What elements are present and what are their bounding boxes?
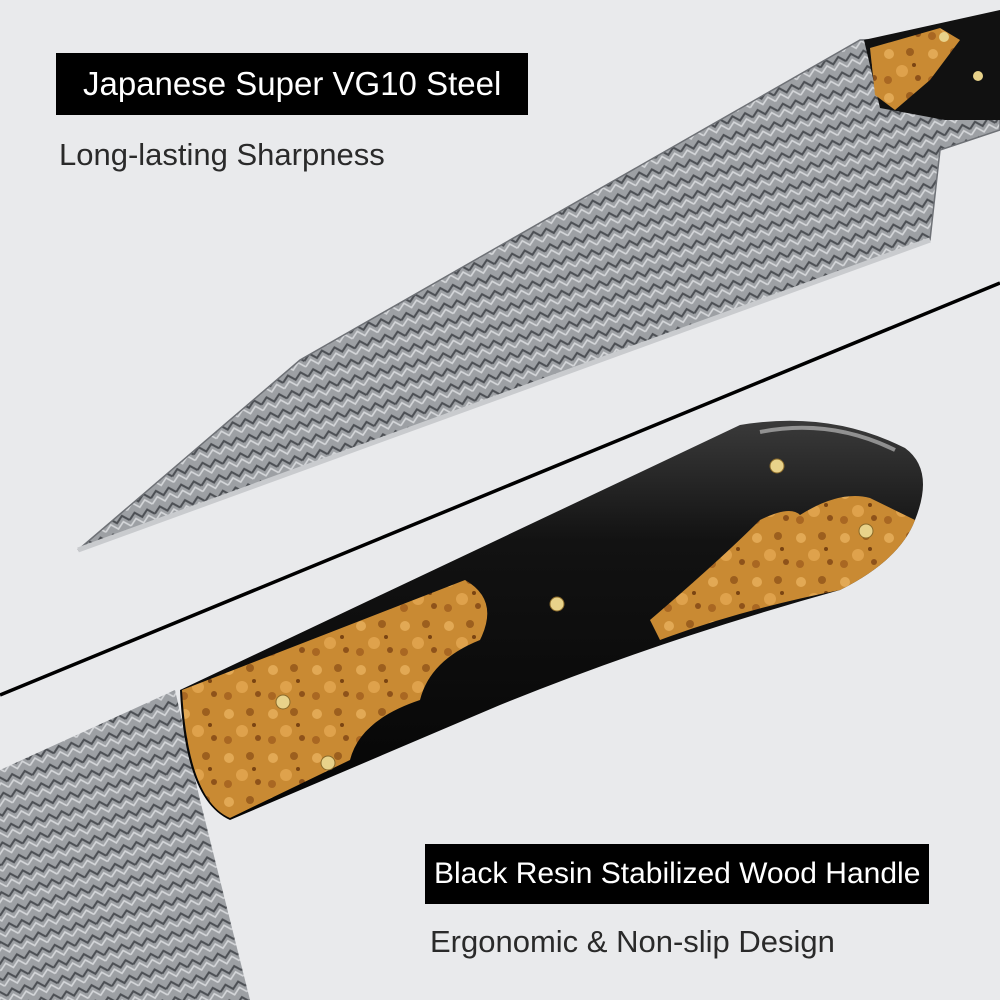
handle-heading-box: Black Resin Stabilized Wood Handle (425, 844, 930, 904)
top-knife (77, 10, 1000, 553)
handle-wood-left (182, 580, 488, 818)
rivet (939, 32, 949, 42)
handle-wood-right (650, 496, 915, 640)
rivet (769, 458, 785, 474)
divider-line (0, 281, 1000, 697)
rivet (858, 523, 874, 539)
rivet (320, 755, 336, 771)
steel-caption: Long-lasting Sharpness (59, 137, 385, 172)
steel-heading-box: Japanese Super VG10 Steel (56, 53, 529, 115)
rivet (549, 596, 565, 612)
bottom-knife (0, 420, 923, 1000)
handle-caption: Ergonomic & Non-slip Design (430, 924, 835, 959)
handle-highlight (759, 425, 896, 452)
steel-heading: Japanese Super VG10 Steel (83, 65, 502, 102)
blade-damascus (0, 690, 250, 1000)
blade-edge (77, 237, 931, 553)
handle-heading: Black Resin Stabilized Wood Handle (434, 857, 921, 890)
rivet (973, 71, 983, 81)
rivet (275, 694, 291, 710)
blade-damascus (77, 34, 1000, 551)
top-handle-wood (870, 28, 960, 110)
